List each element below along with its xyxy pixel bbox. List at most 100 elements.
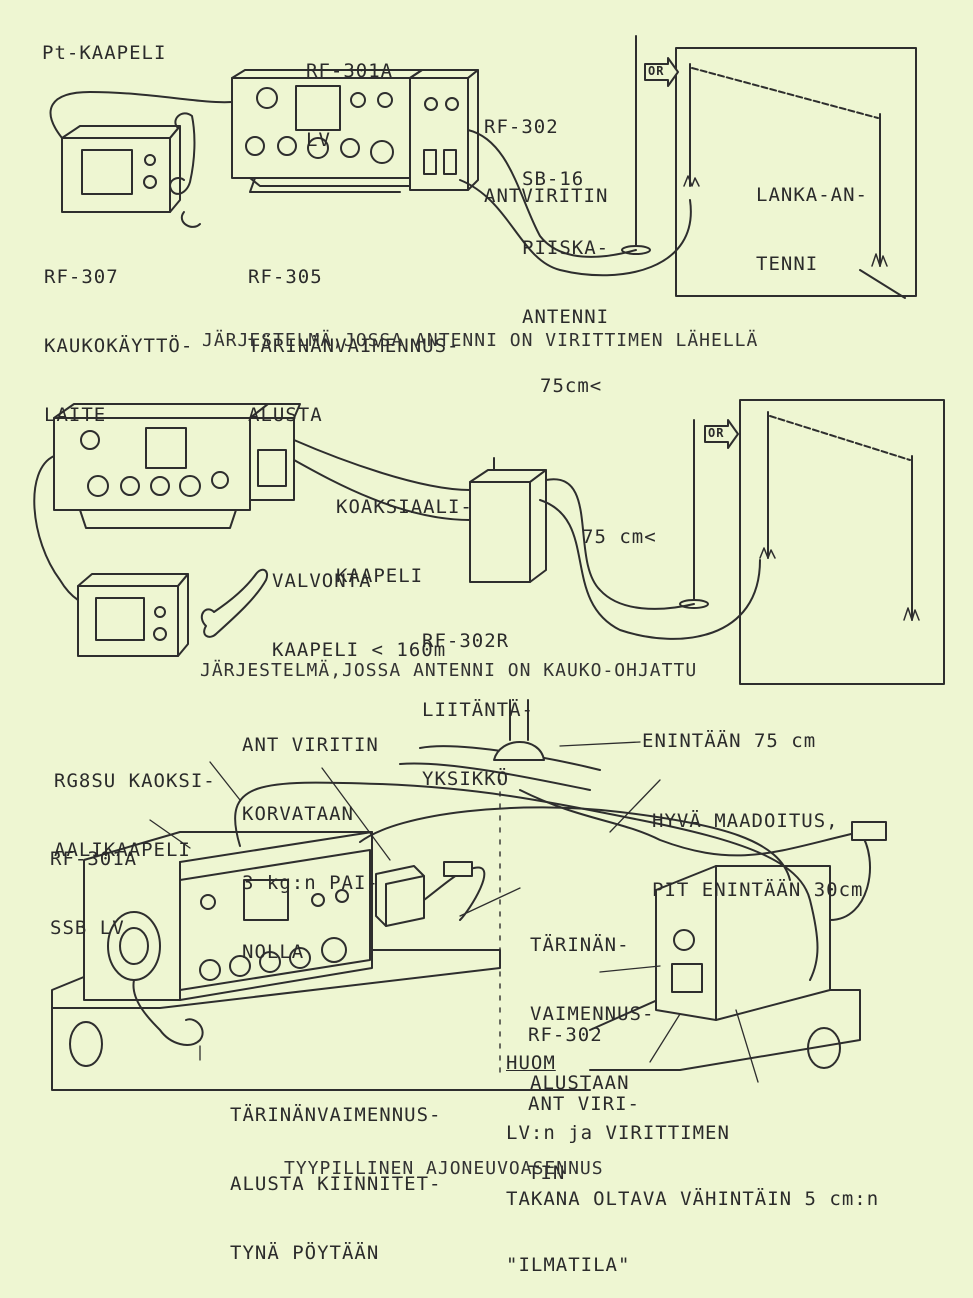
rf301a-ssb-line2: SSB LV [50,917,125,939]
transceiver-mid [53,403,269,529]
control-cable-mid [33,455,79,601]
remote-unit-mid [77,573,189,657]
rf302-label-line1: RF-302 [484,116,559,138]
rf305-label-line1: RF-305 [248,266,323,288]
sb16-label-line3: ANTENNI [522,306,610,328]
antenna-cable-top [467,129,637,258]
control-cable-label-line1: VALVONTA [272,570,372,592]
sb16-label-line2: PIISKA- [522,237,610,259]
ant-tuner-line2: KORVATAAN [242,803,354,825]
wire-antenna-label: LANKA-AN- TENNI [756,138,868,299]
ground-label: HYVÄ MAADOITUS, PIT ENINTÄÄN 30cm [652,764,863,925]
note-line1: LV:n ja VIRITTIMEN [506,1122,730,1144]
control-cable-label-line2: KAAPELI < 160m [272,639,447,661]
ant-tuner-line3: 3 kg:n PAI- [242,872,379,894]
rf301a-label-line1: RF-301A [306,60,394,82]
ant-tuner-line4: NOLLA [242,941,305,963]
wire-antenna-feed-mid [539,499,761,640]
rf307-label-line2: KAUKOKÄYTTÖ- [44,335,194,357]
rf302r-label-line3: YKSIKKÖ [422,768,510,790]
rf301a-ssb-label: RF-301A SSB LV [50,802,137,963]
rg8su-label: RG8SU KAOKSI- AALIKAAPELI [54,724,216,885]
damp-base-label: TÄRINÄN- VAIMENNUS- ALUSTAAN [530,888,654,1118]
rf302-vehicle-line2: ANT VIRI- [528,1093,640,1115]
pt-cable-top [49,91,233,139]
wire-antenna-label-line2: TENNI [756,253,819,275]
max75-label: ENINTÄÄN 75 cm [642,730,817,752]
handset-mid [200,568,268,638]
sb16-label-line4: 75cm< [540,375,603,397]
damp-base-line1: TÄRINÄN- [530,934,630,956]
handset-top [169,112,201,228]
rf307-label: RF-307 KAUKOKÄYTTÖ- LAITE [44,220,193,450]
pt-cable-label: Pt-KAAPELI [42,42,167,64]
note-title: HUOM [506,1052,556,1074]
rf305-label-line2: TÄRINÄNVAIMENNUS- [248,335,460,357]
caption-section2: JÄRJESTELMÄ,JOSSA ANTENNI ON KAUKO-OHJAT… [200,660,698,681]
rf301a-label-line2: LV [306,129,331,151]
leader-lines [149,741,759,1083]
rf302-vehicle-line1: RF-302 [528,1024,603,1046]
caption-section3: TYYPILLINEN AJONEUVOASENNUS [284,1158,604,1179]
note-line3: "ILMATILA" [506,1254,631,1276]
rg8su-label-line2: AALIKAAPELI [54,839,191,861]
caption-section1: JÄRJESTELMÄ,JOSSA ANTENNI ON VIRITTIMEN … [202,330,759,351]
antenna-cable-mid [545,478,695,610]
rg8su-coax [234,781,819,981]
rf307-remote-unit-top [61,125,181,213]
coax-label-line2: KAAPELI [336,565,424,587]
ant-tuner-replaced-label: ANT VIRITIN KORVATAAN 3 kg:n PAI- NOLLA [242,688,379,987]
or-label-mid: OR [708,426,725,440]
distance-label-mid: 75 cm< [582,526,657,548]
rf302-label-top: RF-302 ANTVIRITIN [484,70,608,231]
note-text: LV:n ja VIRITTIMEN TAKANA OLTAVA VÄHINTÄ… [506,1078,879,1298]
damp-base-line2: VAIMENNUS- [530,1003,655,1025]
tuner-mid [249,403,301,501]
vehicle-clip-cable [423,866,486,921]
rg8su-label-line1: RG8SU KAOKSI- [54,770,216,792]
table-mount-line2: ALUSTA KIINNITET- [230,1173,442,1195]
or-arrow-mid [704,419,739,449]
rf302r-label-line1: RF-302R [422,630,510,652]
wire-antenna-panel-top [675,47,917,299]
rf302-vehicle-label: RF-302 ANT VIRI- TIN [528,978,640,1208]
sb16-label-line1: SB-16 [522,168,585,190]
rf305-label: RF-305 TÄRINÄNVAIMENNUS- ALUSTA [248,220,459,450]
diagram-canvas: Pt-KAAPELI RF-301A LV RF-302 ANTVIRITIN … [33,14,945,1276]
or-label-top: OR [648,64,665,78]
rf307-label-line1: RF-307 [44,266,119,288]
rf302r-interface-box [469,457,547,583]
coax-label-line1: KOAKSIAALI- [336,496,473,518]
rf302-label-line2: ANTVIRITIN [484,185,609,207]
rf302r-label-line2: LIITÄNTÄ- [422,699,534,721]
ground-label-line2: PIT ENINTÄÄN 30cm [652,879,864,901]
damp-base-line3: ALUSTAAN [530,1072,630,1094]
note-line2: TAKANA OLTAVA VÄHINTÄIN 5 cm:n [506,1188,880,1210]
microphone [107,911,204,1046]
clip-small-left [443,861,473,877]
table-mount-line1: TÄRINÄNVAIMENNUS- [230,1104,442,1126]
tuner-box-vehicle [655,865,831,1021]
coax-label: KOAKSIAALI- KAAPELI [336,450,473,611]
or-arrow-top [644,57,679,87]
rf307-label-line3: LAITE [44,404,107,426]
rf302-vehicle-line3: TIN [528,1162,566,1184]
wire-antenna-label-line1: LANKA-AN- [756,184,868,206]
ant-tuner-line1: ANT VIRITIN [242,734,379,756]
rf302r-label: RF-302R LIITÄNTÄ- YKSIKKÖ [422,584,534,814]
ground-strap [519,789,871,921]
rf301a-label-top: RF-301A LV [306,14,393,175]
rf302-tuner-top [409,69,479,191]
whip-antenna-mid [679,419,709,609]
whip-antenna-top [621,35,651,255]
sb16-label: SB-16 PIISKA- ANTENNI 75cm< [522,122,609,421]
ground-label-line1: HYVÄ MAADOITUS, [652,810,839,832]
coax-cable-mid-2 [293,439,471,491]
coax-to-tuner [359,806,791,881]
whip-antenna-base-vehicle [399,699,601,1081]
rf305-label-line3: ALUSTA [248,404,323,426]
coax-cable-mid [293,459,471,521]
wire-antenna-panel-mid [739,399,945,685]
wire-antenna-feed-top [459,179,692,277]
table-mount-line3: TYNÄ PÖYTÄÄN [230,1242,380,1264]
